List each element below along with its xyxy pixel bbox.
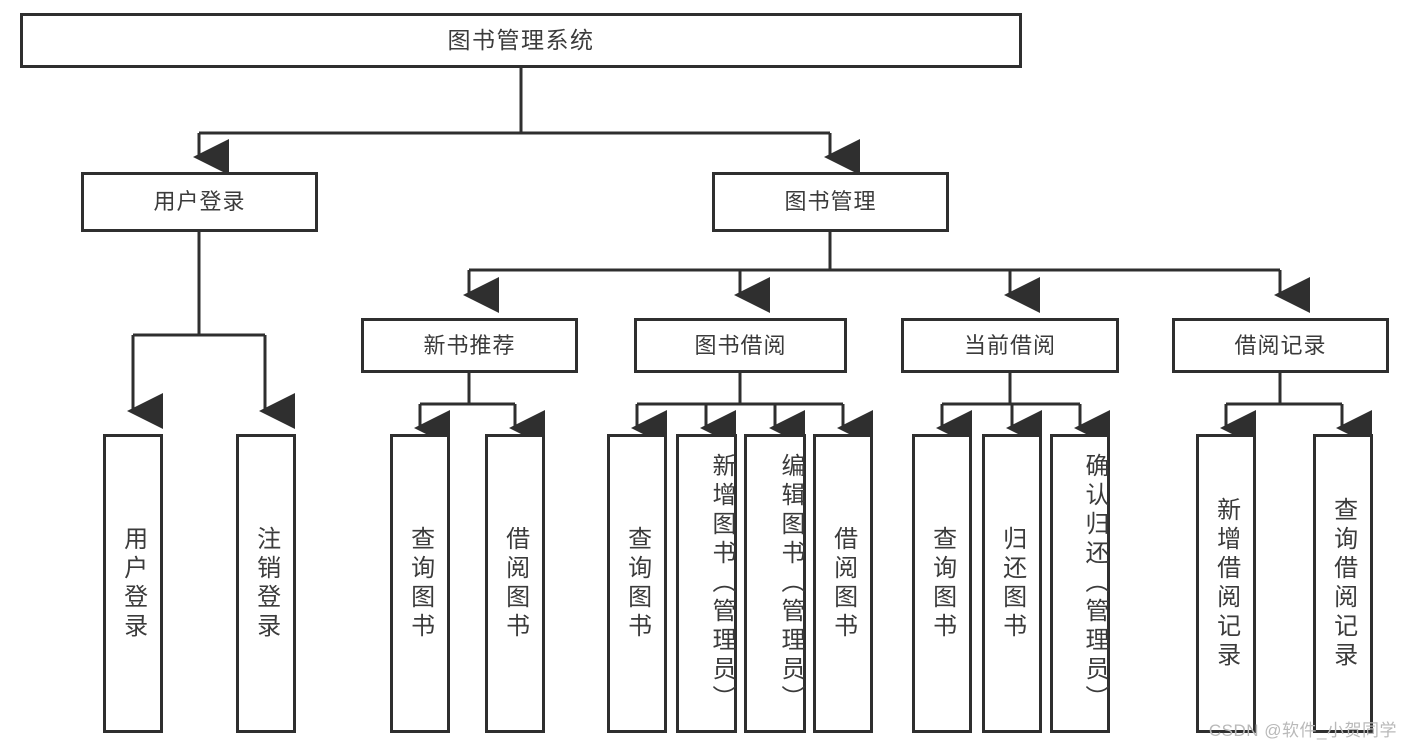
leaf-return-book[interactable]: 归还图书 (982, 434, 1042, 733)
leaf-confirm-return-admin[interactable]: 确认归还（管理员） (1050, 434, 1110, 733)
leaf-add-book-admin[interactable]: 新增图书（管理员） (676, 434, 737, 733)
leaf-query-book-current[interactable]: 查询图书 (912, 434, 972, 733)
leaf-user-login[interactable]: 用户登录 (103, 434, 163, 733)
node-borrow-record[interactable]: 借阅记录 (1172, 318, 1389, 373)
leaf-query-book-recommend[interactable]: 查询图书 (390, 434, 450, 733)
leaf-edit-book-admin[interactable]: 编辑图书（管理员） (744, 434, 806, 733)
leaf-query-borrow-record[interactable]: 查询借阅记录 (1313, 434, 1373, 733)
csdn-watermark: CSDN @软件_小贺同学 (1208, 721, 1397, 740)
node-book-borrow[interactable]: 图书借阅 (634, 318, 847, 373)
leaf-add-borrow-record[interactable]: 新增借阅记录 (1196, 434, 1256, 733)
node-root-book-management-system[interactable]: 图书管理系统 (20, 13, 1022, 68)
leaf-logout-login[interactable]: 注销登录 (236, 434, 296, 733)
node-book-management[interactable]: 图书管理 (712, 172, 949, 232)
node-new-book-recommend[interactable]: 新书推荐 (361, 318, 578, 373)
leaf-borrow-book-borrow[interactable]: 借阅图书 (813, 434, 873, 733)
node-user-login[interactable]: 用户登录 (81, 172, 318, 232)
leaf-borrow-book-recommend[interactable]: 借阅图书 (485, 434, 545, 733)
node-current-borrow[interactable]: 当前借阅 (901, 318, 1119, 373)
leaf-query-book-borrow[interactable]: 查询图书 (607, 434, 667, 733)
